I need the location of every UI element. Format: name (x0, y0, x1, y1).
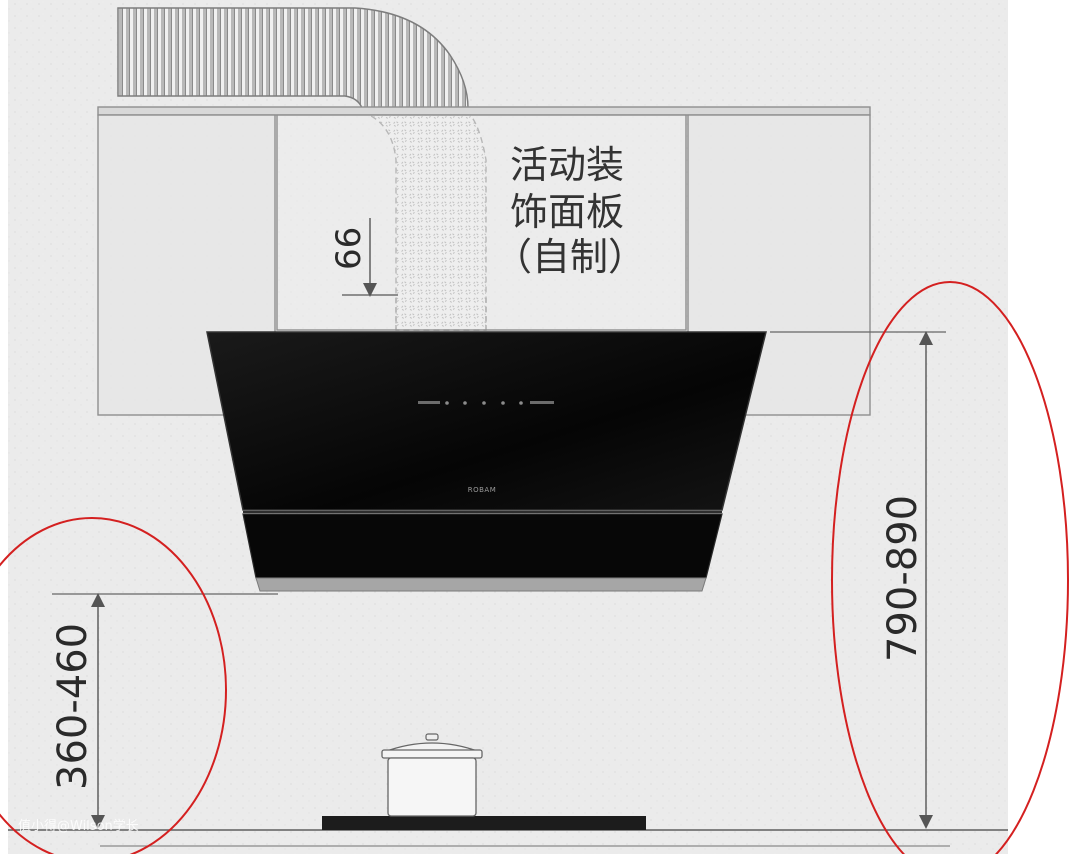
decorative-panel (276, 114, 687, 331)
range-hood: ROBAM (206, 331, 767, 592)
panel-label-line3: （自制） (494, 235, 646, 279)
right-cabinet (687, 114, 871, 416)
hood-control-panel (418, 401, 554, 405)
annotation-circle-left (0, 517, 227, 854)
annotation-circle-right (831, 281, 1069, 854)
counter-to-hood-value: 360-460 (50, 623, 96, 790)
hood-glass-panel (206, 331, 767, 511)
control-button-1 (445, 401, 449, 405)
control-indicator-right (530, 401, 554, 404)
control-button-2 (463, 401, 467, 405)
control-indicator-left (418, 401, 440, 404)
hob-to-cabinet-value: 790-890 (880, 495, 926, 662)
hood-lower-body (242, 513, 723, 579)
cabinet-top-shelf (97, 106, 871, 116)
duct-corrugated-section (117, 7, 469, 109)
control-button-5 (519, 401, 523, 405)
pot-rim (381, 749, 483, 759)
pot-body (387, 757, 477, 817)
cooking-pot (381, 733, 483, 817)
duct-gap-dimension: 66 (329, 218, 398, 297)
hob-to-cabinet-dimension: 790-890 (770, 331, 946, 829)
duct-gap-value: 66 (329, 227, 369, 270)
watermark: 值小得@Wilson学长 (18, 818, 139, 834)
hood-bottom-trim (255, 577, 707, 592)
pot-lid-knob (425, 733, 439, 741)
control-button-3 (482, 401, 486, 405)
upper-cabinets (97, 106, 871, 416)
cooktop (322, 816, 646, 830)
panel-label-line2: 饰面板 (510, 190, 624, 234)
panel-label: 活动装 饰面板 （自制） (494, 143, 646, 279)
countertop (8, 816, 1008, 847)
hood-brand-logo: ROBAM (468, 486, 497, 494)
right-page-margin (1008, 0, 1080, 854)
panel-label-line1: 活动装 (510, 143, 624, 187)
control-button-4 (501, 401, 505, 405)
counter-to-hood-dimension: 360-460 (50, 593, 278, 829)
